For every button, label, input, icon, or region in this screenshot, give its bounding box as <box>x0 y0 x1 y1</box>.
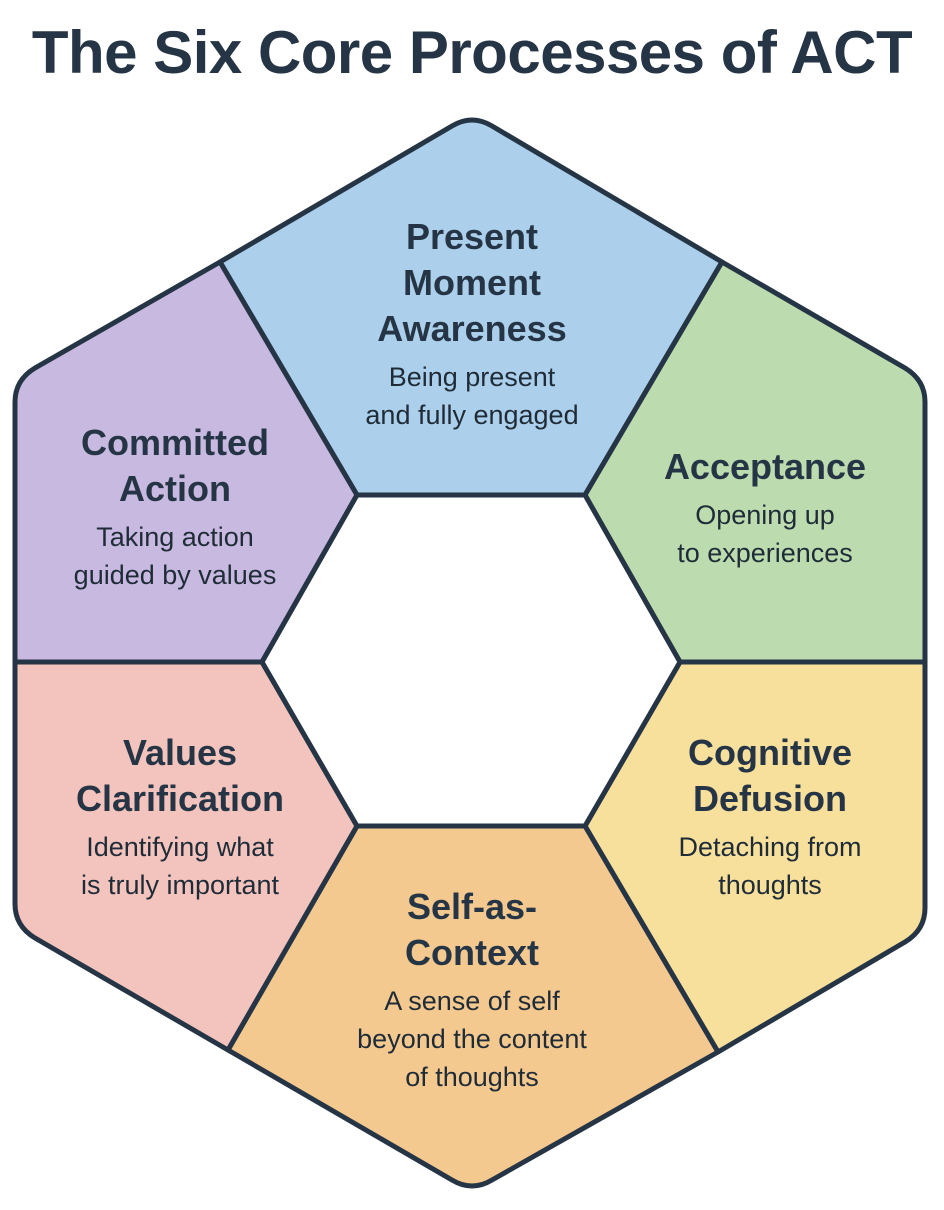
label-present-moment-awareness: Present Moment Awareness Being present a… <box>322 214 622 434</box>
label-self-as-context: Self-as- Context A sense of self beyond … <box>322 884 622 1096</box>
segment-committed-action <box>12 259 360 665</box>
process-description: Identifying what is truly important <box>80 832 280 900</box>
process-description: A sense of self beyond the content of th… <box>357 986 587 1092</box>
process-name: Values Clarification <box>75 732 285 819</box>
process-description: Taking action guided by values <box>73 522 277 590</box>
process-name: Cognitive Defusion <box>687 732 852 819</box>
process-name: Committed Action <box>81 422 269 509</box>
process-description: Detaching from thoughts <box>678 832 862 900</box>
center-hexagon <box>259 492 683 829</box>
diagram-title: The Six Core Processes of ACT <box>31 19 913 86</box>
process-description: Opening up to experiences <box>677 500 853 568</box>
label-values-clarification: Values Clarification Identifying what is… <box>35 730 325 904</box>
label-cognitive-defusion: Cognitive Defusion Detaching from though… <box>630 730 910 904</box>
process-description: Being present and fully engaged <box>365 362 579 430</box>
label-committed-action: Committed Action Taking action guided by… <box>30 420 320 594</box>
label-acceptance: Acceptance Opening up to experiences <box>620 444 910 572</box>
process-name: Present Moment Awareness <box>377 216 567 349</box>
process-name: Acceptance <box>663 446 867 487</box>
process-name: Self-as- Context <box>405 886 539 973</box>
